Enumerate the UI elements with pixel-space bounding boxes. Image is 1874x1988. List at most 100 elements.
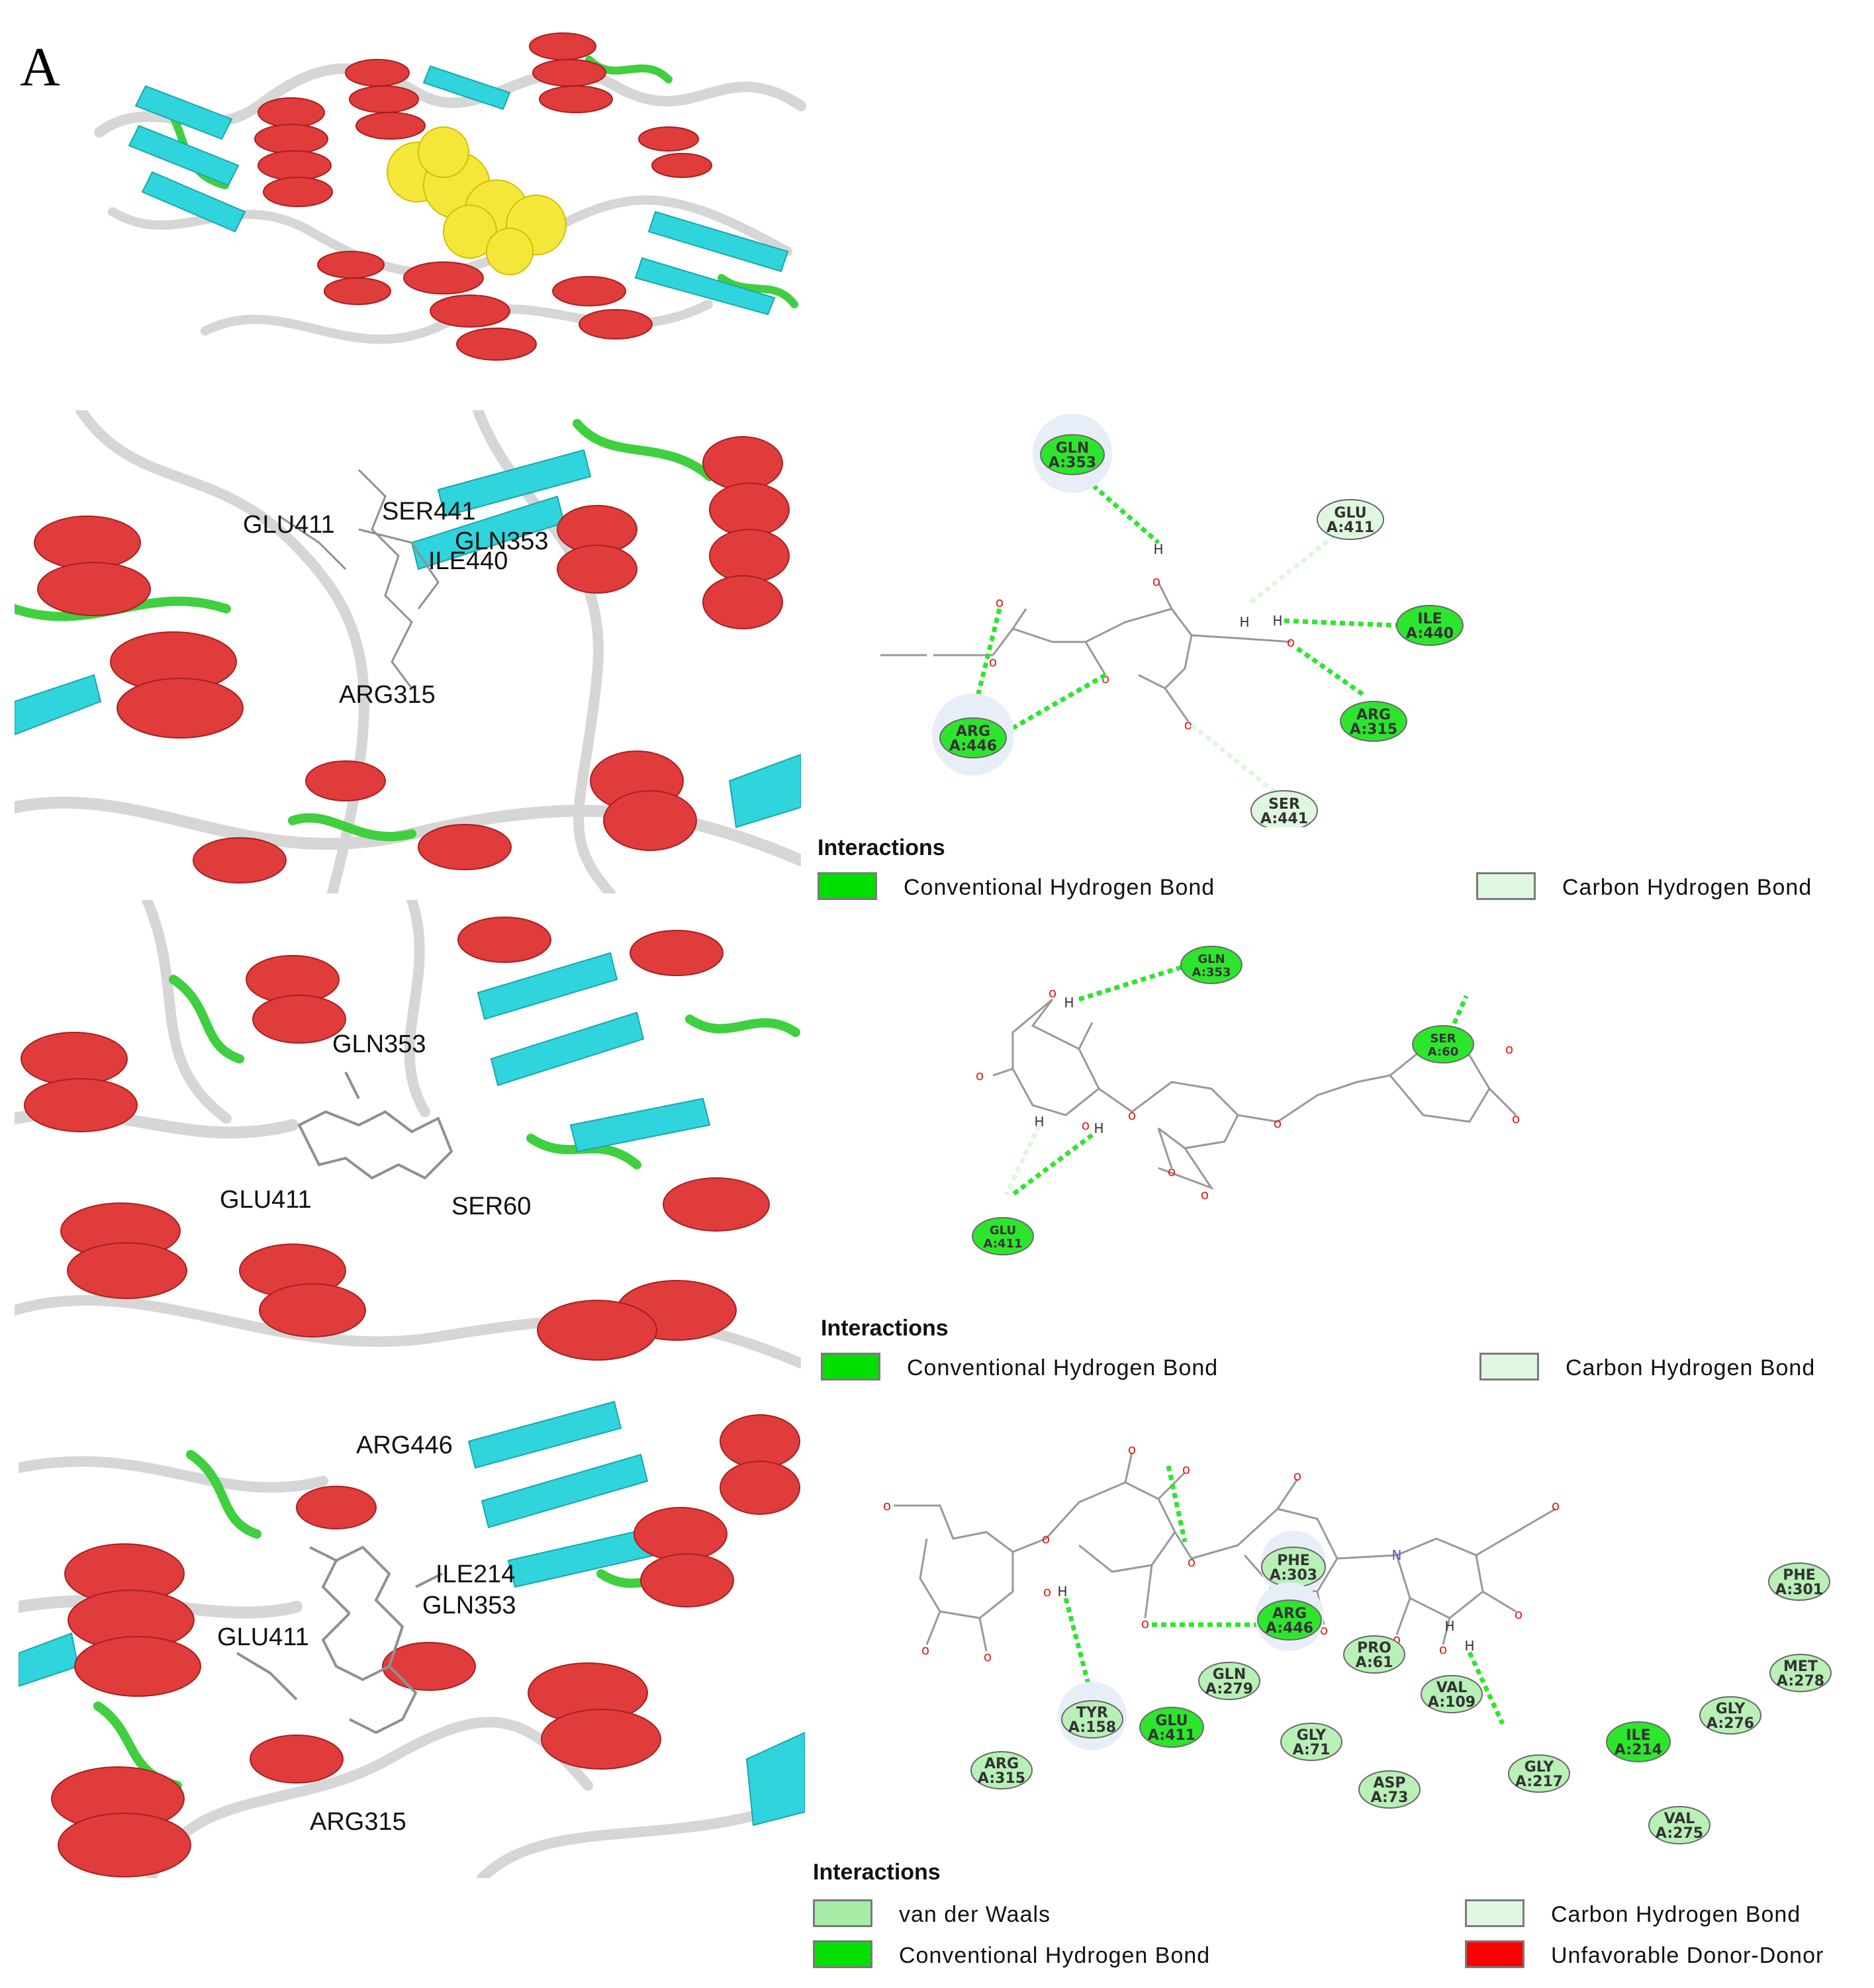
residue-label-arg315: ARG315	[339, 681, 436, 709]
svg-text:o: o	[1141, 1615, 1149, 1631]
svg-text:ARG: ARG	[1272, 1605, 1307, 1622]
residue-gln353	[1040, 434, 1105, 475]
svg-text:o: o	[1505, 1041, 1513, 1057]
residue-label-ile440: ILE440	[428, 547, 508, 575]
residue-ile440	[1396, 605, 1464, 646]
residue-label-arg446: ARG446	[356, 1431, 453, 1459]
residue-val109	[1421, 1675, 1483, 1713]
interactions-legend-b: Interactions Conventional Hydrogen Bond …	[818, 835, 1812, 900]
residue-ser60	[1412, 1025, 1474, 1063]
ligand-surface	[387, 126, 567, 275]
residue-pro61	[1343, 1635, 1405, 1674]
protein-overview-render	[73, 13, 834, 410]
legend-swatch	[813, 1899, 872, 1927]
residue-arg446	[939, 717, 1007, 758]
svg-text:H: H	[1239, 614, 1249, 630]
interaction-diagram-c: o o o o o o o o o H H H GLN A:353 SER A:…	[814, 917, 1867, 1274]
residue-gly217	[1508, 1754, 1570, 1793]
svg-text:o: o	[1128, 1107, 1136, 1123]
svg-text:A:275: A:275	[1656, 1825, 1703, 1842]
svg-text:GLU: GLU	[1155, 1713, 1188, 1729]
svg-text:A:109: A:109	[1428, 1694, 1476, 1711]
residue-gly276	[1699, 1696, 1761, 1735]
svg-text:o: o	[1201, 1187, 1209, 1202]
svg-text:o: o	[1287, 634, 1295, 650]
residue-arg315	[1340, 701, 1407, 742]
residue-label-gln353: GLN353	[455, 527, 549, 555]
svg-text:PRO: PRO	[1357, 1640, 1391, 1656]
interactions-title: Interactions	[813, 1860, 941, 1885]
svg-text:o: o	[883, 1498, 891, 1514]
residue-phe301	[1768, 1562, 1830, 1601]
svg-text:GLN: GLN	[1197, 952, 1225, 966]
svg-text:o: o	[1552, 1498, 1560, 1514]
svg-text:A:440: A:440	[1406, 625, 1454, 642]
svg-text:o: o	[1082, 1117, 1090, 1133]
residue-tyr158	[1061, 1700, 1123, 1739]
svg-text:o: o	[1274, 1115, 1282, 1131]
svg-text:ARG: ARG	[984, 1756, 1019, 1772]
svg-text:ARG: ARG	[956, 723, 990, 740]
residue-label-glu411: GLU411	[243, 511, 335, 539]
residue-ser441	[1250, 790, 1318, 827]
svg-text:VAL: VAL	[1664, 1811, 1695, 1827]
svg-text:PHE: PHE	[1277, 1553, 1310, 1569]
residue-val275	[1648, 1806, 1710, 1844]
svg-text:A:279: A:279	[1205, 1681, 1253, 1697]
svg-text:H: H	[1057, 1584, 1067, 1600]
residue-glu411	[1317, 499, 1384, 540]
svg-text:H: H	[1153, 541, 1163, 557]
residue-gly71	[1280, 1723, 1342, 1761]
residue-arg315	[970, 1751, 1033, 1789]
svg-text:A:158: A:158	[1068, 1719, 1116, 1736]
binding-site-render-b: GLU411 SER441 GLN353 ILE440 ARG315	[15, 410, 801, 893]
interaction-diagram-b: o o o o o o H H H GLN	[814, 410, 1867, 827]
legend-swatch	[818, 872, 877, 900]
residue-arg446	[1257, 1600, 1322, 1641]
svg-text:A:301: A:301	[1775, 1582, 1823, 1598]
legend-swatch	[1465, 1899, 1524, 1927]
residue-gln353	[1180, 946, 1242, 984]
svg-text:o: o	[1515, 1606, 1523, 1622]
svg-text:SER: SER	[1430, 1032, 1456, 1046]
residue-gln279	[1198, 1662, 1260, 1700]
svg-text:ARG: ARG	[1356, 707, 1391, 723]
svg-text:o: o	[1182, 1461, 1190, 1477]
svg-text:A:411: A:411	[1148, 1727, 1195, 1744]
svg-text:H: H	[1094, 1120, 1103, 1136]
residue-ile214	[1606, 1721, 1671, 1762]
residue-label-arg315: ARG315	[310, 1808, 406, 1836]
svg-text:o: o	[1049, 985, 1056, 1001]
residue-label-ser441: SER441	[382, 498, 476, 525]
svg-text:A:315: A:315	[978, 1770, 1025, 1787]
svg-text:o: o	[1043, 1584, 1051, 1600]
svg-text:H: H	[1464, 1638, 1474, 1654]
svg-text:A:214: A:214	[1615, 1742, 1662, 1758]
svg-text:o: o	[1293, 1468, 1301, 1484]
svg-text:SER: SER	[1268, 796, 1300, 813]
svg-text:o: o	[996, 594, 1004, 610]
panel-label-a: A	[20, 36, 60, 98]
svg-text:H: H	[1444, 1618, 1454, 1634]
svg-text:GLN: GLN	[1056, 440, 1090, 457]
svg-text:A:61: A:61	[1356, 1654, 1393, 1671]
svg-text:MET: MET	[1783, 1658, 1818, 1675]
residue-label-ser60: SER60	[451, 1193, 531, 1220]
legend-swatch	[1465, 1940, 1524, 1968]
interactions-legend-c: Interactions Conventional Hydrogen Bond …	[821, 1316, 1816, 1380]
svg-text:o: o	[976, 1067, 984, 1083]
svg-text:H: H	[1272, 613, 1282, 629]
svg-text:TYR: TYR	[1076, 1705, 1108, 1721]
svg-text:ASP: ASP	[1374, 1775, 1406, 1791]
residue-asp73	[1358, 1770, 1421, 1809]
svg-text:ILE: ILE	[1626, 1727, 1650, 1744]
svg-text:H: H	[1064, 995, 1074, 1011]
svg-text:o: o	[1042, 1531, 1050, 1547]
residue-label-gln353: GLN353	[332, 1030, 426, 1058]
svg-text:o: o	[1128, 1441, 1136, 1457]
svg-text:GLY: GLY	[1297, 1727, 1327, 1744]
interaction-diagram-d: o o o o o o o o o o o o o o o o N H H H	[814, 1400, 1867, 1870]
svg-text:GLY: GLY	[1524, 1759, 1555, 1776]
svg-text:A:411: A:411	[1327, 520, 1374, 536]
svg-text:GLU: GLU	[1334, 505, 1366, 521]
